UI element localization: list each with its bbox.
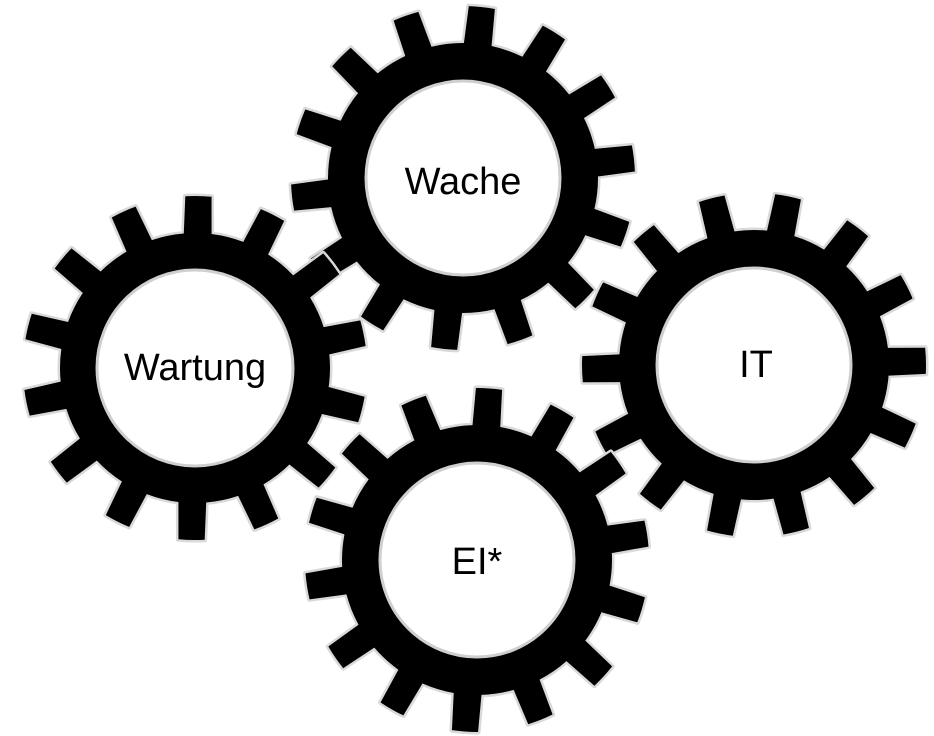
gear-ei: EI* xyxy=(303,385,651,735)
gear-wartung-center xyxy=(95,268,295,468)
gear-wache: Wache xyxy=(288,3,638,353)
gear-wartung-label: Wartung xyxy=(124,347,266,389)
gear-it: IT xyxy=(579,191,929,539)
gear-ei-center xyxy=(378,461,576,659)
gear-wache-label: Wache xyxy=(405,161,522,203)
gear-wache-center xyxy=(364,79,562,277)
gear-ei-label: EI* xyxy=(452,541,503,583)
gear-it-label: IT xyxy=(739,344,773,386)
gear-it-center xyxy=(655,266,853,464)
gear-wartung: Wartung xyxy=(21,193,369,543)
